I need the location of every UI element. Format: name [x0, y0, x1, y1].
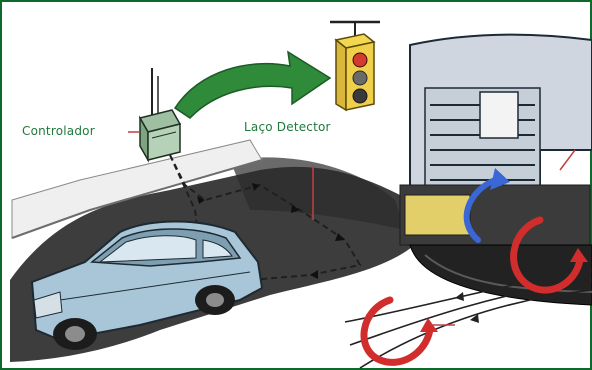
closeup-leader — [560, 150, 575, 170]
traffic-light-icon — [330, 22, 380, 110]
loop-detector-label: Laço Detector — [244, 120, 331, 134]
controller-box-icon — [140, 68, 180, 160]
controller-label: Controlador — [22, 124, 95, 138]
signal-arrow-icon — [175, 52, 330, 118]
